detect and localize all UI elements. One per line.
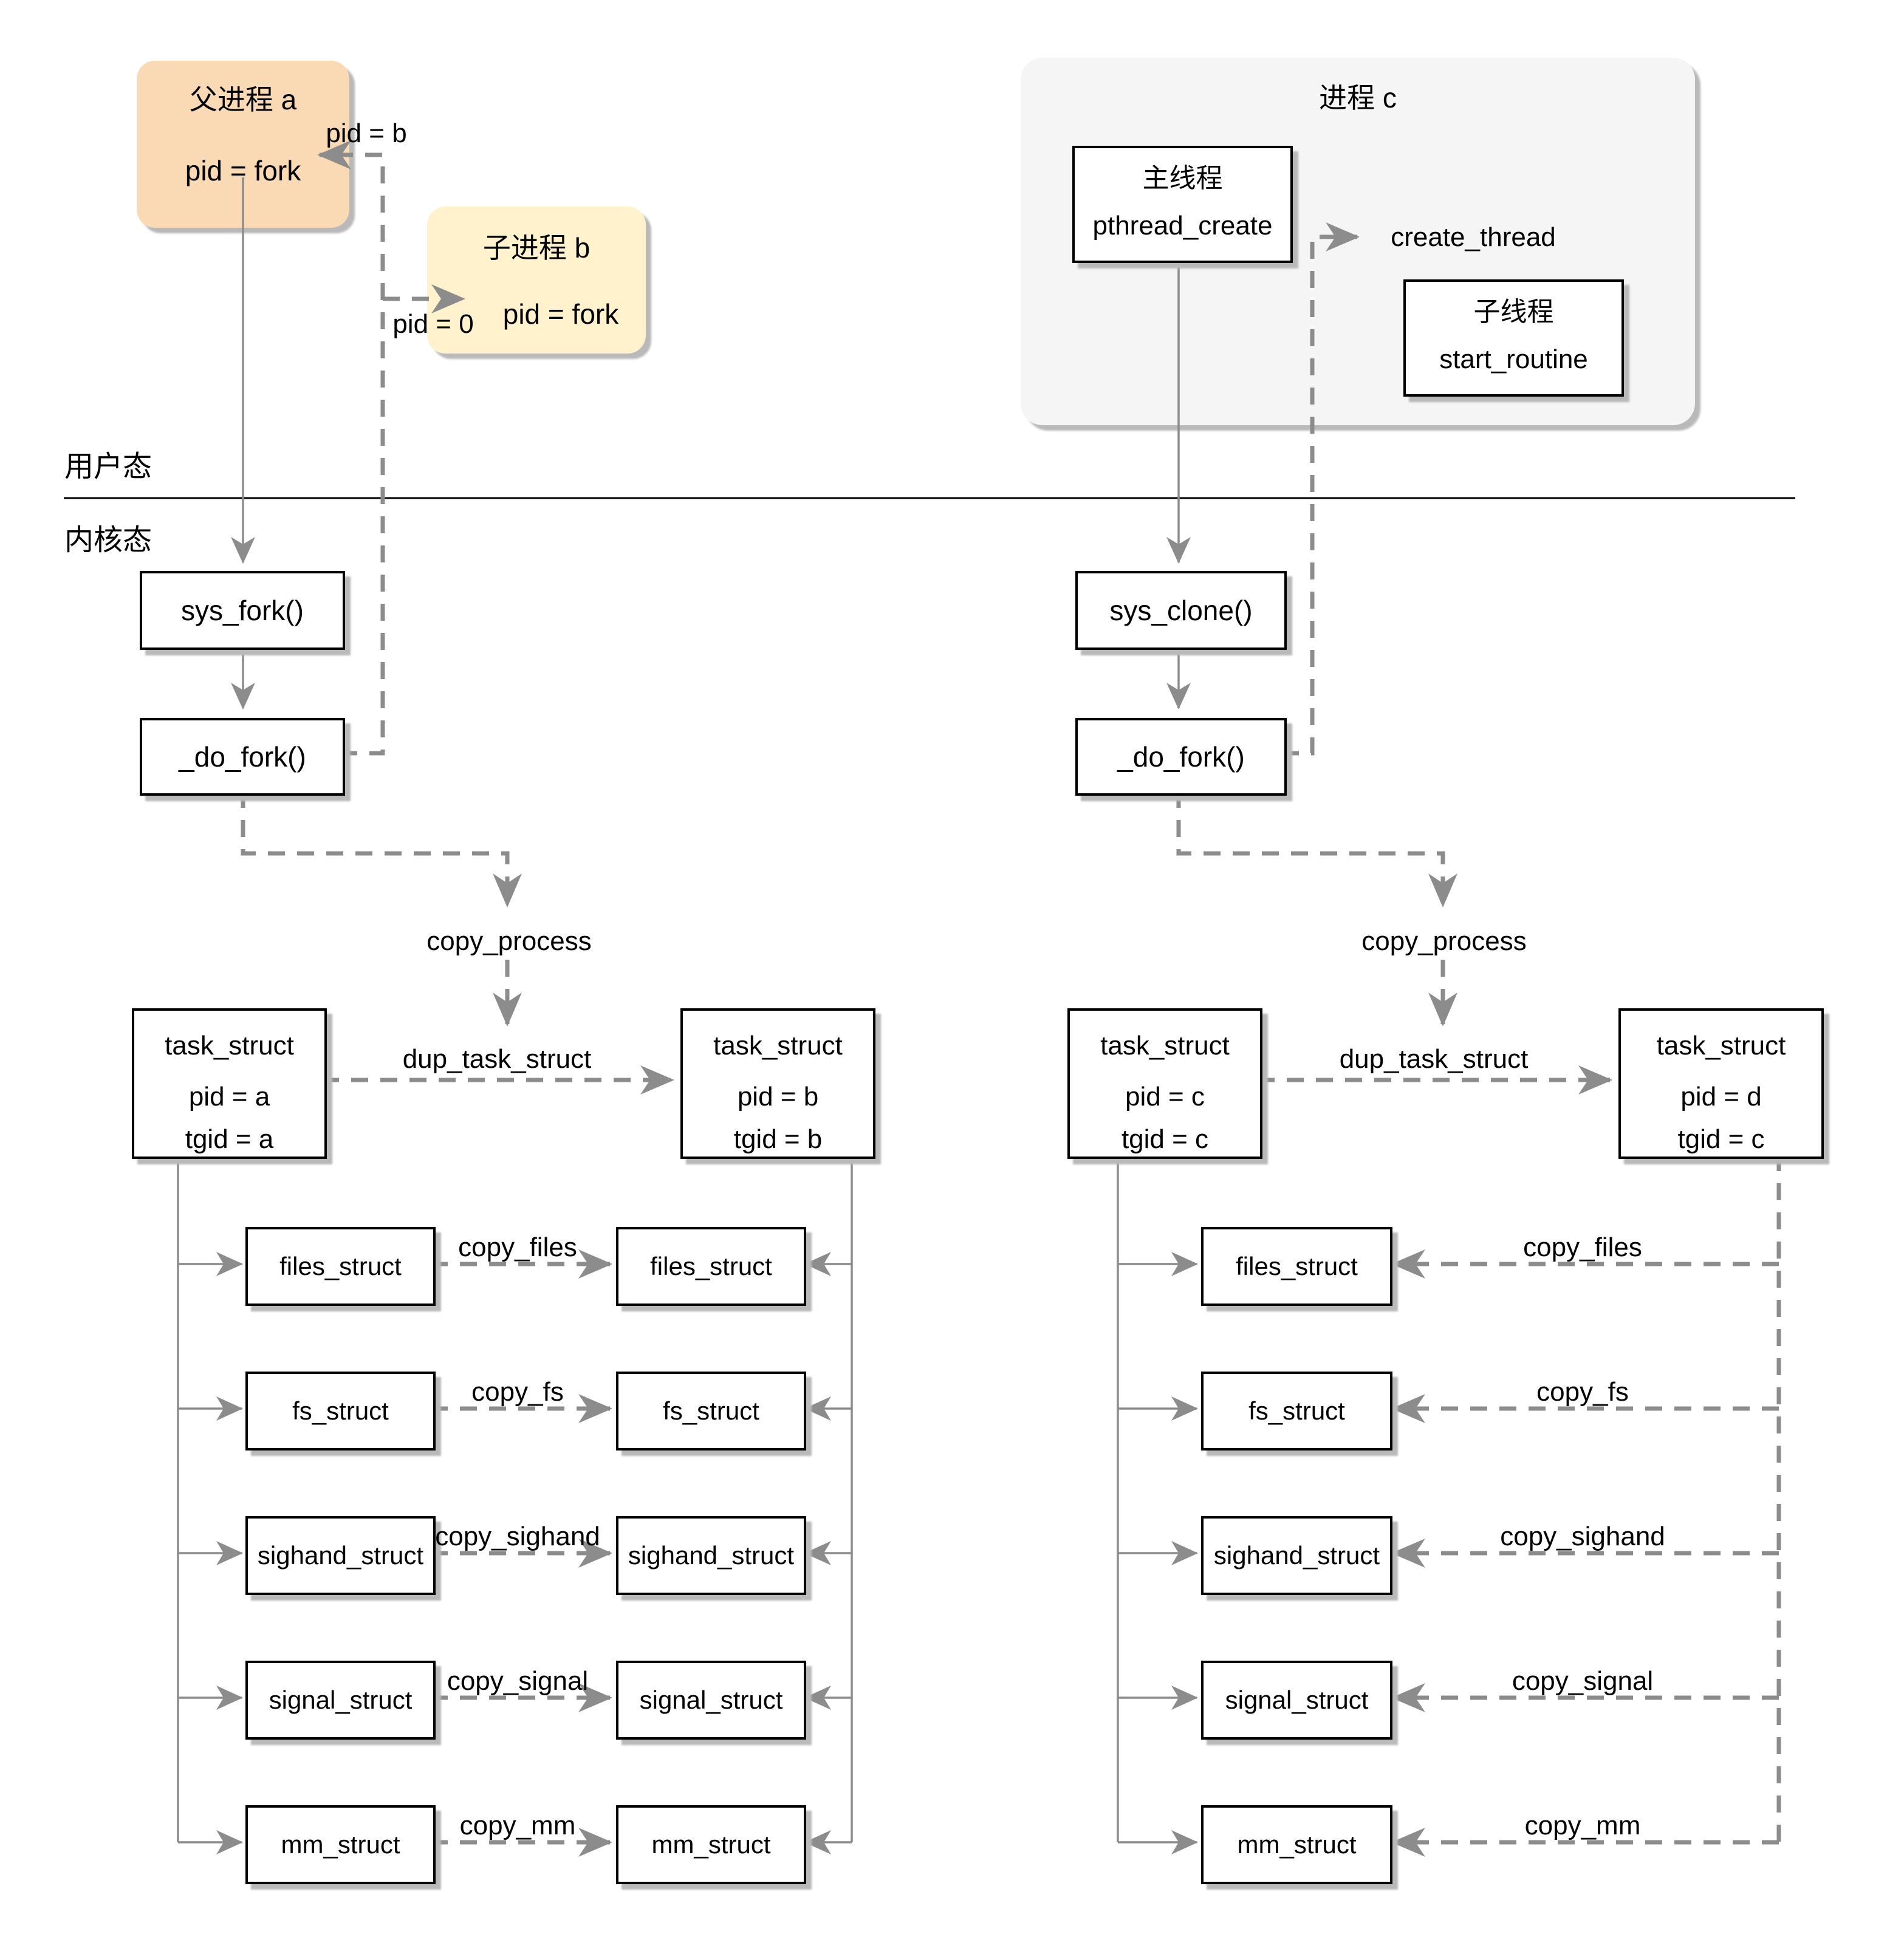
task-b-tgid: tgid = b (733, 1124, 823, 1154)
sighand-struct-c-label: sighand_struct (1213, 1541, 1380, 1570)
do-fork-left-box: _do_fork() (140, 718, 345, 796)
copy-files-left-label: copy_files (458, 1232, 577, 1262)
dup-task-struct-right-label: dup_task_struct (1339, 1044, 1529, 1074)
task-b-title: task_struct (713, 1031, 843, 1061)
task-struct-d-box: task_struct pid = d tgid = c (1618, 1008, 1824, 1159)
sighand-struct-b-box: sighand_struct (616, 1516, 806, 1595)
sys-fork-box: sys_fork() (140, 571, 345, 650)
copy-sighand-left-label: copy_sighand (435, 1522, 600, 1551)
solid-connectors (177, 177, 1198, 1854)
task-d-title: task_struct (1656, 1031, 1786, 1061)
sys-fork-label: sys_fork() (181, 595, 304, 626)
arrow-clone-create-thread (1282, 222, 1360, 756)
signal-struct-b-box: signal_struct (616, 1661, 806, 1740)
files-struct-b-box: files_struct (616, 1227, 806, 1306)
task-c-title: task_struct (1100, 1031, 1230, 1061)
sighand-struct-a-label: sighand_struct (257, 1541, 424, 1570)
child-thread-title: 子线程 (1473, 297, 1554, 327)
mm-struct-b-label: mm_struct (651, 1830, 771, 1859)
copy-process-left-label: copy_process (426, 926, 592, 956)
files-struct-a-box: files_struct (245, 1227, 436, 1306)
child-process-pid-text: pid = fork (502, 298, 619, 330)
child-process-title: 子进程 b (482, 232, 591, 264)
dashed-connectors (241, 140, 1781, 1857)
mm-struct-b-box: mm_struct (616, 1805, 806, 1884)
copy-signal-left-label: copy_signal (447, 1666, 589, 1696)
copy-process-right-label: copy_process (1361, 926, 1527, 956)
fs-struct-a-label: fs_struct (292, 1396, 389, 1425)
task-c-pid: pid = c (1125, 1082, 1205, 1112)
signal-struct-c-box: signal_struct (1201, 1661, 1392, 1740)
process-c-title: 进程 c (1319, 82, 1397, 114)
sys-clone-box: sys_clone() (1075, 571, 1287, 650)
arrow-fork-return-parent (317, 140, 385, 756)
user-mode-label: 用户态 (64, 451, 152, 483)
task-a-pid: pid = a (188, 1082, 270, 1112)
signal-struct-a-label: signal_struct (269, 1686, 413, 1714)
return-pid-0-label: pid = 0 (392, 309, 474, 339)
signal-struct-c-label: signal_struct (1225, 1686, 1369, 1714)
return-pid-b-label: pid = b (326, 118, 407, 148)
files-struct-a-label: files_struct (279, 1252, 402, 1280)
kernel-mode-label: 内核态 (64, 524, 152, 556)
copy-mm-left-label: copy_mm (459, 1811, 576, 1840)
task-d-pid: pid = d (1680, 1082, 1762, 1112)
task-struct-c-box: task_struct pid = c tgid = c (1067, 1008, 1262, 1159)
task-d-tgid: tgid = c (1677, 1124, 1765, 1154)
fs-struct-a-box: fs_struct (245, 1372, 436, 1450)
sighand-struct-c-box: sighand_struct (1201, 1516, 1392, 1595)
create-thread-label: create_thread (1391, 222, 1556, 252)
task-struct-b-box: task_struct pid = b tgid = b (680, 1008, 875, 1159)
copy-sighand-right-label: copy_sighand (1500, 1522, 1665, 1551)
task-a-tgid: tgid = a (185, 1124, 274, 1154)
sighand-struct-b-label: sighand_struct (628, 1541, 795, 1570)
task-struct-a-box: task_struct pid = a tgid = a (132, 1008, 327, 1159)
parent-process-title: 父进程 a (189, 84, 297, 115)
files-struct-c-box: files_struct (1201, 1227, 1392, 1306)
mm-struct-a-box: mm_struct (245, 1805, 436, 1884)
arrow-dofork-copyprocess-left (241, 791, 522, 907)
main-thread-box: 主线程 pthread_create (1072, 146, 1293, 263)
fs-struct-c-label: fs_struct (1248, 1396, 1345, 1425)
copy-fs-left-label: copy_fs (471, 1377, 564, 1407)
copy-mm-right-label: copy_mm (1524, 1811, 1641, 1840)
files-struct-b-label: files_struct (650, 1252, 772, 1280)
child-thread-box: 子线程 start_routine (1403, 279, 1624, 397)
files-struct-c-label: files_struct (1236, 1252, 1358, 1280)
child-thread-func: start_routine (1439, 344, 1588, 374)
main-thread-func: pthread_create (1092, 211, 1273, 241)
signal-struct-a-box: signal_struct (245, 1661, 436, 1740)
arrow-dofork-copyprocess-right (1176, 791, 1457, 907)
mm-struct-a-label: mm_struct (281, 1830, 400, 1859)
fs-struct-b-label: fs_struct (663, 1396, 759, 1425)
sys-clone-label: sys_clone() (1109, 595, 1253, 626)
mm-struct-c-label: mm_struct (1237, 1830, 1357, 1859)
fs-struct-b-box: fs_struct (616, 1372, 806, 1450)
do-fork-right-label: _do_fork() (1117, 741, 1245, 773)
do-fork-right-box: _do_fork() (1075, 718, 1287, 796)
copy-signal-right-label: copy_signal (1512, 1666, 1654, 1696)
fs-struct-c-box: fs_struct (1201, 1372, 1392, 1450)
child-process-b-box: 子进程 b pid = fork (427, 207, 646, 354)
sighand-struct-a-box: sighand_struct (245, 1516, 436, 1595)
mm-struct-c-box: mm_struct (1201, 1805, 1392, 1884)
dup-task-struct-left-label: dup_task_struct (402, 1044, 592, 1074)
main-thread-title: 主线程 (1142, 163, 1223, 193)
copy-files-right-label: copy_files (1523, 1232, 1642, 1262)
copy-fs-right-label: copy_fs (1536, 1377, 1629, 1407)
do-fork-left-label: _do_fork() (179, 741, 306, 773)
task-b-pid: pid = b (737, 1082, 819, 1112)
signal-struct-b-label: signal_struct (639, 1686, 783, 1714)
task-c-tgid: tgid = c (1121, 1124, 1209, 1154)
task-a-title: task_struct (165, 1031, 294, 1061)
